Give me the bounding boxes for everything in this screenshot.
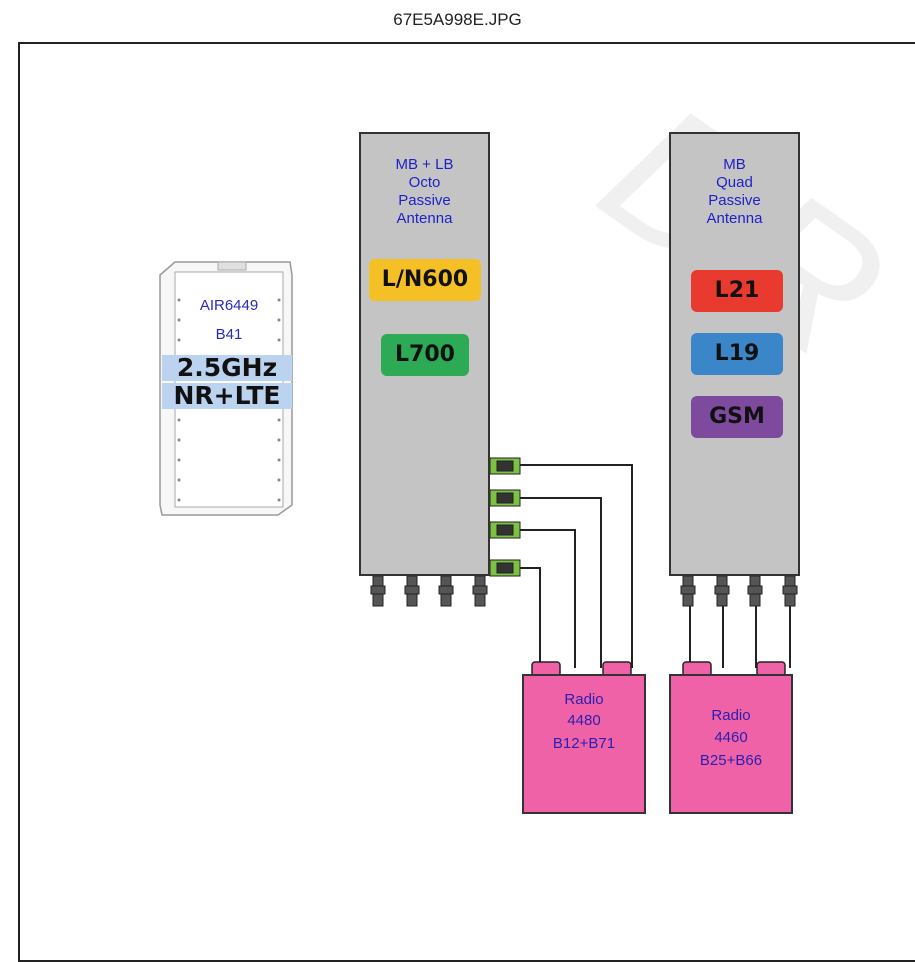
- band-l21: L21: [691, 270, 783, 312]
- left-antenna-side-connectors: [489, 457, 521, 577]
- right-antenna-title-1: MB: [723, 156, 746, 173]
- radio-4480-line-2: 4480: [567, 712, 601, 729]
- radio-4460-line-3: B25+B66: [699, 752, 763, 769]
- radio-4460: Radio 4460 B25+B66: [669, 674, 793, 814]
- left-antenna: MB + LB Octo Passive Antenna L/N600 L700: [359, 132, 490, 576]
- left-antenna-connectors: [370, 575, 488, 607]
- band-gsm: GSM: [691, 396, 783, 438]
- left-jumpers: [520, 464, 633, 668]
- right-antenna: MB Quad Passive Antenna L21 L19 GSM: [669, 132, 800, 576]
- right-antenna-title-4: Antenna: [706, 210, 763, 227]
- air-model-label: AIR6449: [199, 297, 259, 314]
- right-antenna-title-3: Passive: [708, 192, 761, 209]
- right-antenna-title-2: Quad: [716, 174, 753, 191]
- band-l-n600: L/N600: [369, 259, 481, 301]
- air-tech-label: NR+LTE: [162, 383, 292, 409]
- left-antenna-title-3: Passive: [398, 192, 451, 209]
- air-band-label: B41: [215, 326, 243, 343]
- radio-4460-line-1: Radio: [711, 707, 751, 724]
- band-l19: L19: [691, 333, 783, 375]
- left-antenna-title-2: Octo: [408, 174, 441, 191]
- band-l700: L700: [381, 334, 469, 376]
- air-freq-label: 2.5GHz: [162, 355, 292, 381]
- right-jumpers: [689, 606, 791, 668]
- radio-4480-line-3: B12+B71: [552, 735, 616, 752]
- radio-4480-line-1: Radio: [564, 691, 604, 708]
- left-antenna-title-4: Antenna: [396, 210, 453, 227]
- radio-4480: Radio 4480 B12+B71: [522, 674, 646, 814]
- right-antenna-connectors: [680, 575, 798, 607]
- radio-4460-line-2: 4460: [714, 729, 748, 746]
- left-antenna-title-1: MB + LB: [395, 156, 454, 173]
- file-title: 67E5A998E.JPG: [393, 10, 522, 29]
